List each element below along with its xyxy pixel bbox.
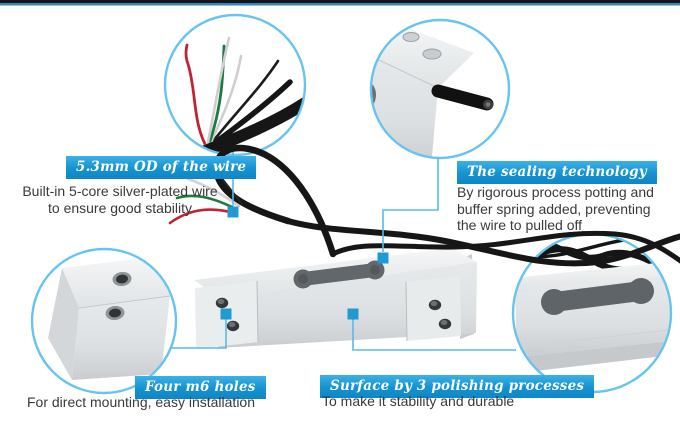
load-cell-product [194, 248, 477, 349]
callout-markers [220, 206, 389, 320]
marker-sealing [377, 252, 389, 264]
callout-label-m6-holes: Four m6 holes [135, 376, 266, 399]
detail-photo-wires [163, 13, 307, 157]
leader-lines [171, 152, 516, 351]
callout-body-surface: To make it stability and durable [322, 393, 515, 409]
detail-photo-surface [511, 232, 673, 394]
callout-body-wire-od: Built-in 5-core silver-plated wire to en… [22, 183, 218, 216]
callout-label-sealing: The sealing technology [457, 161, 657, 184]
marker-surface [347, 308, 359, 320]
top-border-bars [0, 0, 680, 6]
marker-m6-holes [220, 308, 232, 320]
detail-photo-holes [30, 247, 178, 395]
detail-photo-sealing [369, 18, 511, 160]
callout-label-surface: Surface by 3 polishing processes [320, 375, 595, 398]
callout-body-m6-holes: For direct mounting, easy installation [27, 394, 255, 410]
callout-body-sealing: By rigorous process potting and buffer s… [457, 184, 654, 233]
dumbbell-cutout [293, 260, 385, 289]
callout-label-wire-od: 5.3mm OD of the wire [66, 156, 257, 179]
marker-wire-od [227, 206, 239, 218]
